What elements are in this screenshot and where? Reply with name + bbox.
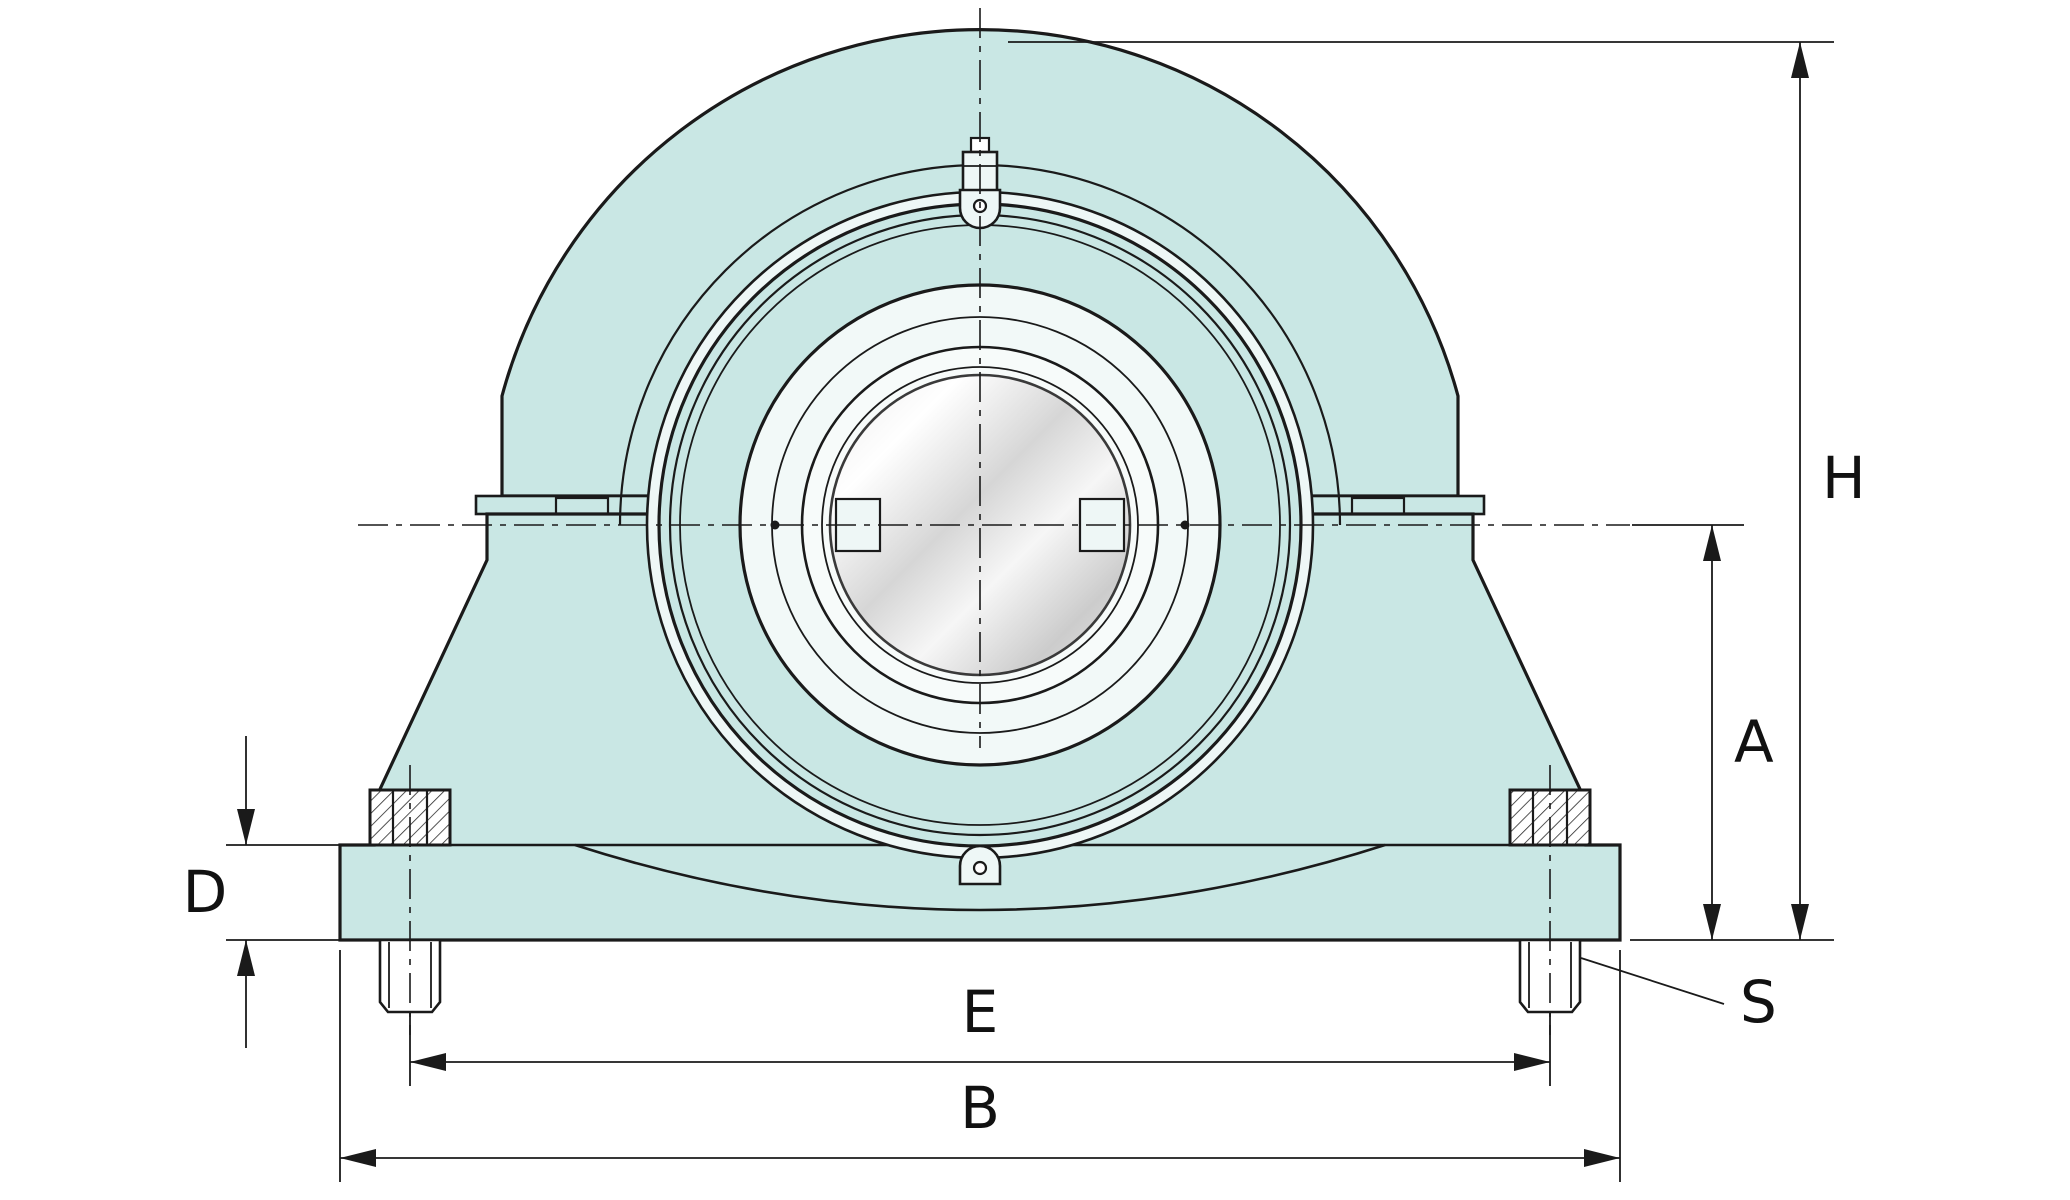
split-pad-left [554,496,610,516]
callout-S: S [1580,957,1777,1036]
leader-line-s [1580,957,1725,1005]
dimension-label-a: A [1734,708,1774,776]
arrow-a-top [1703,525,1721,561]
base-relief-arc [574,843,1386,912]
split-pad-right [1350,496,1406,516]
bottom-locating-pin [972,860,988,876]
arrow-h-bottom [1791,904,1809,940]
arrow-d-up [237,940,255,976]
arrow-e-left [410,1053,446,1071]
center-punch-right [1180,520,1190,530]
callout-label-s: S [1740,968,1777,1036]
dimension-label-e: E [962,978,999,1046]
dimension-A: A [1703,525,1774,940]
dimension-E: E [409,978,1551,1086]
dimension-label-h: H [1822,444,1866,512]
arrow-a-bottom [1703,904,1721,940]
dimension-B: B [339,950,1621,1182]
arrow-b-left [340,1149,376,1167]
arrow-b-right [1584,1149,1620,1167]
arrow-h-top [1791,42,1809,78]
arrow-e-right [1514,1053,1550,1071]
dimension-D: D [183,736,348,1048]
arrow-d-down [237,809,255,845]
centerlines [358,8,1744,1035]
dimension-label-d: D [183,858,228,926]
dimension-label-b: B [960,1074,1000,1142]
dimension-H: H [1008,41,1866,941]
